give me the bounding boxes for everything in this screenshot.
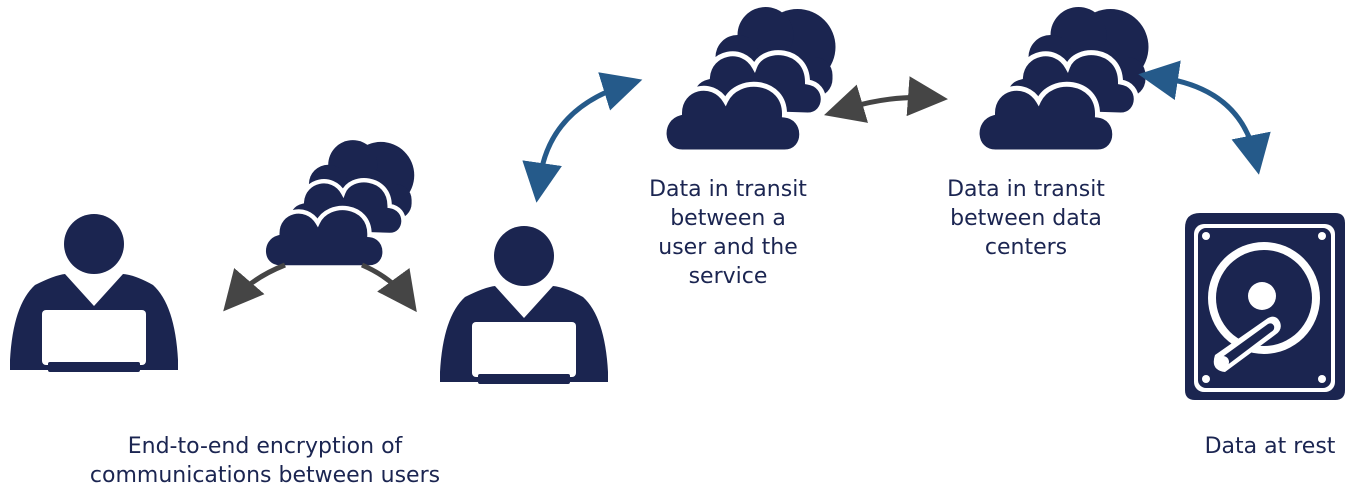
user-laptop-icon-left	[10, 214, 178, 372]
label-at-rest: Data at rest	[1204, 434, 1336, 459]
cloud-icon-users	[264, 140, 414, 267]
arrow-datacenter-drive	[1138, 60, 1271, 175]
cloud-icon-service	[664, 7, 835, 152]
arrow-to-right-user	[361, 262, 417, 313]
arrow-to-left-user	[223, 262, 286, 312]
label-user-service: Data in transit between a user and the s…	[649, 177, 807, 289]
label-end-to-end: End-to-end encryption of communications …	[89, 434, 441, 488]
user-laptop-icon-right	[440, 226, 608, 384]
cloud-icon-datacenter	[977, 7, 1148, 152]
label-data-centers: Data in transit between data centers	[947, 177, 1105, 260]
hard-drive-icon	[1185, 213, 1345, 400]
arrow-user-service	[522, 72, 643, 203]
arrow-service-datacenter	[824, 76, 948, 123]
